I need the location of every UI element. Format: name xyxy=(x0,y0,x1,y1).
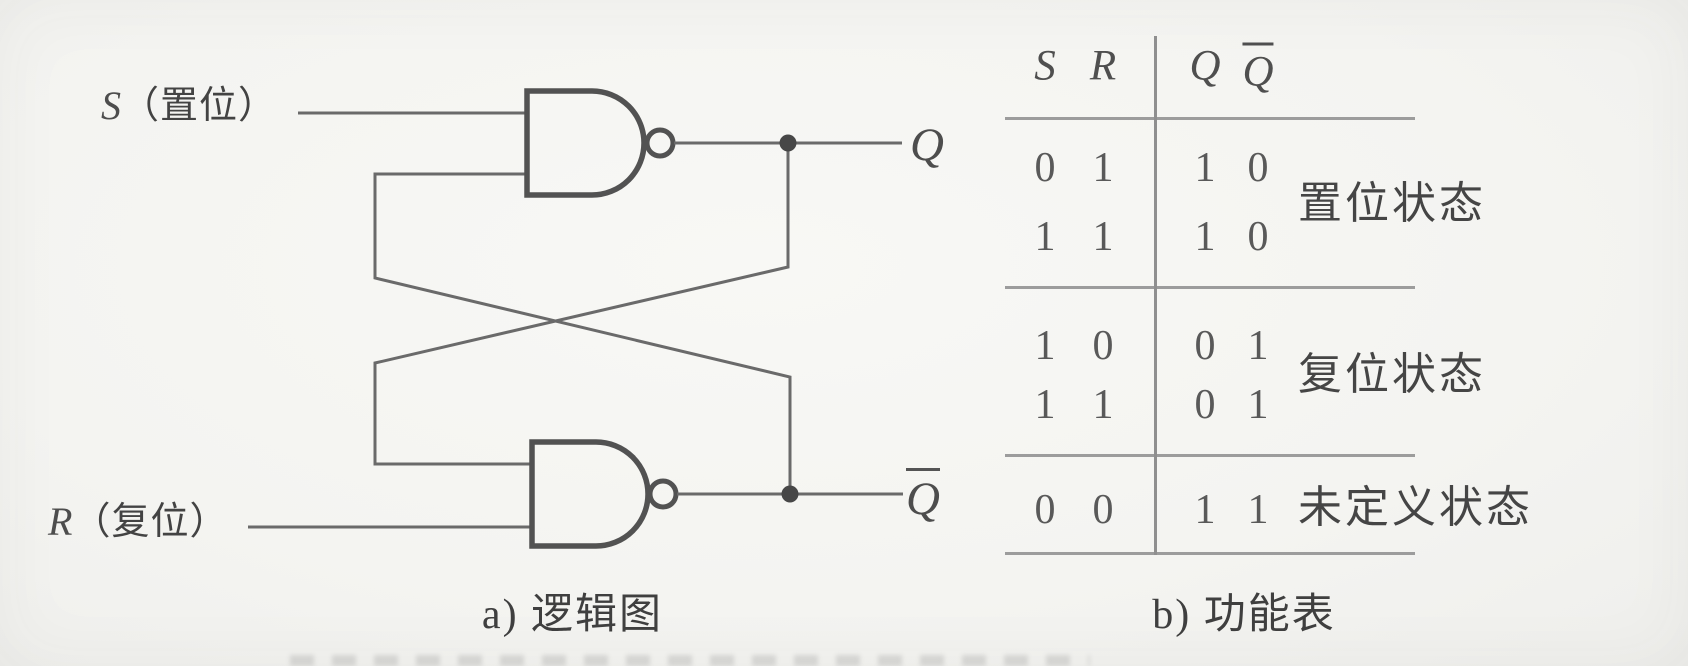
q-junction-dot xyxy=(779,134,797,152)
caption-panel-b: b) 功能表 xyxy=(1152,592,1336,638)
table-rule-bottom xyxy=(1005,552,1415,555)
qbar-output-text: Q xyxy=(906,468,940,523)
feedback-q-to-bottom-gate-wire xyxy=(373,143,790,466)
table-cell: 0 xyxy=(1092,323,1114,369)
s-input-label: S（置位） xyxy=(101,86,277,126)
table-rule-2 xyxy=(1005,286,1415,289)
cutoff-scan-text-artifact xyxy=(290,655,1090,666)
nand-gate-bottom xyxy=(529,439,651,549)
r-annotation: （复位） xyxy=(72,501,229,543)
table-cell: 1 xyxy=(1092,145,1114,191)
table-cell: 0 xyxy=(1247,145,1269,191)
q-output-label: Q xyxy=(910,119,944,171)
inverter-bubble-top-icon xyxy=(644,127,676,159)
table-cell: 1 xyxy=(1034,323,1056,369)
table-cell: 1 xyxy=(1194,214,1216,260)
table-cell: 0 xyxy=(1092,487,1114,533)
table-cell: 1 xyxy=(1092,382,1114,428)
table-cell: 1 xyxy=(1247,382,1269,428)
s-annotation: （置位） xyxy=(121,85,278,127)
state-label-reset: 复位状态 xyxy=(1298,350,1486,399)
state-label-set: 置位状态 xyxy=(1298,179,1486,228)
table-cell: 1 xyxy=(1034,214,1056,260)
table-cell: 1 xyxy=(1194,145,1216,191)
r-input-label: R（复位） xyxy=(48,502,228,542)
table-header-s: S xyxy=(1034,42,1056,90)
table-row: 0 xyxy=(1034,145,1056,191)
table-cell: 1 xyxy=(1194,487,1216,533)
table-header-r: R xyxy=(1089,42,1117,90)
qbar-output-label: Q xyxy=(906,468,940,523)
feedback-qbar-to-top-gate-wire xyxy=(373,172,792,494)
nand-gate-top xyxy=(524,88,647,198)
r-letter: R xyxy=(48,499,73,544)
table-column-divider xyxy=(1154,36,1157,555)
table-cell: 0 xyxy=(1194,323,1216,369)
s-letter: S xyxy=(101,83,121,128)
table-header-qbar: Q xyxy=(1242,42,1274,94)
table-cell: 0 xyxy=(1034,487,1056,533)
table-cell: 1 xyxy=(1092,214,1114,260)
table-header-q: Q xyxy=(1189,42,1221,90)
table-cell: 1 xyxy=(1247,323,1269,369)
table-cell: 1 xyxy=(1247,487,1269,533)
state-label-undefined: 未定义状态 xyxy=(1298,483,1533,532)
table-cell: 0 xyxy=(1247,214,1269,260)
qbar-junction-dot xyxy=(781,485,799,503)
table-rule-1 xyxy=(1005,117,1415,120)
inverter-bubble-bottom-icon xyxy=(647,478,679,510)
caption-panel-a: a) 逻辑图 xyxy=(481,592,664,638)
table-cell: 0 xyxy=(1194,382,1216,428)
table-rule-3 xyxy=(1005,454,1415,457)
table-cell: 1 xyxy=(1034,382,1056,428)
